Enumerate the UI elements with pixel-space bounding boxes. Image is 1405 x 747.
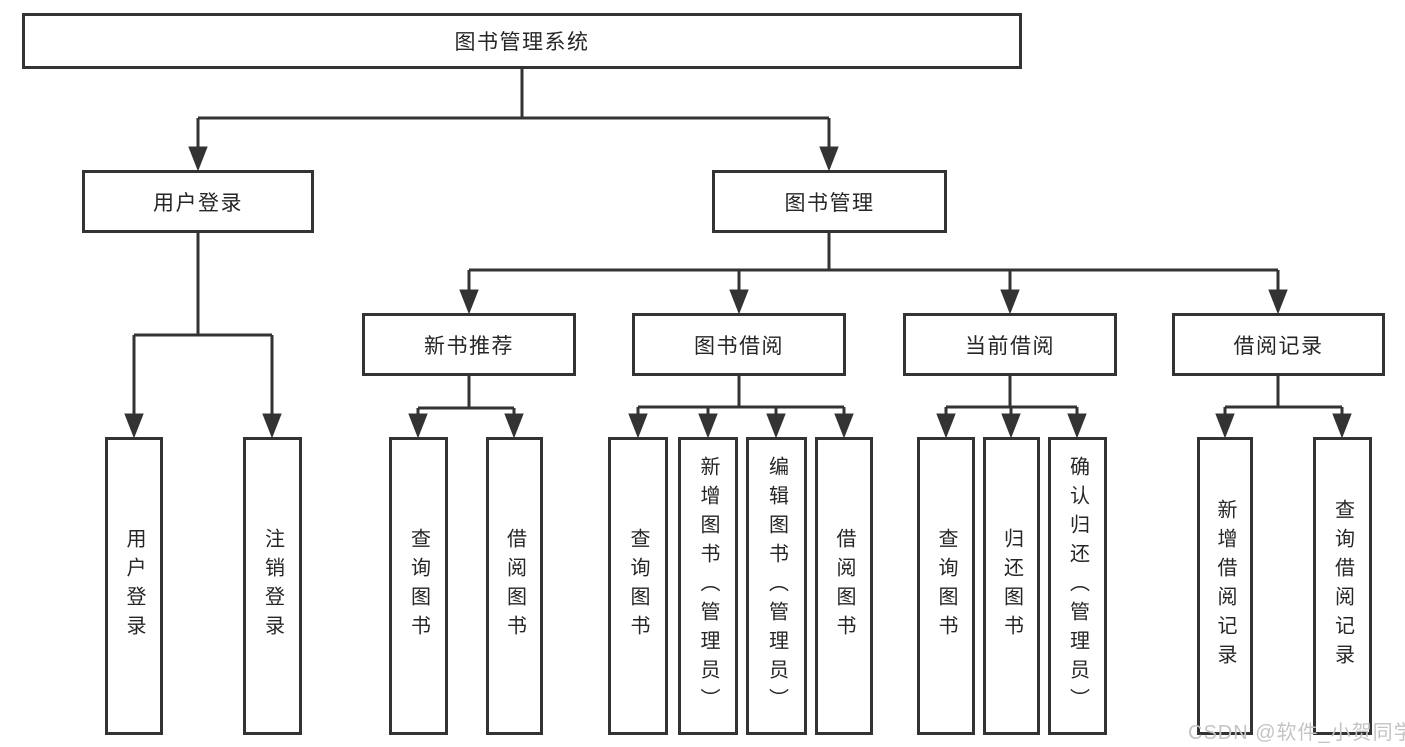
node-root-system: 图书管理系统 bbox=[22, 13, 1022, 69]
connector-book-borrow bbox=[636, 376, 846, 414]
watermark: CSDN @软件_小贺同学 bbox=[1188, 722, 1405, 744]
connector-new-books bbox=[416, 376, 516, 414]
arrow-down-icon bbox=[459, 289, 479, 315]
leaf-confirm-return-admin: 确认归还（管理员） bbox=[1048, 437, 1107, 735]
arrow-down-icon bbox=[124, 413, 144, 439]
arrowhead-icons bbox=[124, 146, 1352, 439]
leaf-borrow-books-1: 借阅图书 bbox=[486, 437, 543, 735]
node-book-borrowing: 图书借阅 bbox=[632, 313, 846, 376]
arrow-down-icon bbox=[1215, 413, 1235, 439]
arrow-down-icon bbox=[408, 413, 428, 439]
leaf-edit-books-admin: 编辑图书（管理员） bbox=[746, 437, 807, 735]
leaf-add-books-admin: 新增图书（管理员） bbox=[678, 437, 738, 735]
leaf-query-borrow-record: 查询借阅记录 bbox=[1313, 437, 1372, 735]
leaf-query-books-3: 查询图书 bbox=[917, 437, 975, 735]
connector-book-mgmt bbox=[467, 233, 1280, 290]
arrow-down-icon bbox=[936, 413, 956, 439]
leaf-return-books: 归还图书 bbox=[983, 437, 1040, 735]
arrow-down-icon bbox=[1268, 289, 1288, 315]
node-new-book-recommend: 新书推荐 bbox=[362, 313, 576, 376]
leaf-query-books-2: 查询图书 bbox=[608, 437, 668, 735]
arrow-down-icon bbox=[1332, 413, 1352, 439]
arrow-down-icon bbox=[729, 289, 749, 315]
arrow-down-icon bbox=[1067, 413, 1087, 439]
leaf-user-login: 用户登录 bbox=[105, 437, 163, 735]
node-book-management: 图书管理 bbox=[712, 170, 947, 233]
arrow-down-icon bbox=[1000, 289, 1020, 315]
arrow-down-icon bbox=[834, 413, 854, 439]
leaf-query-books-1: 查询图书 bbox=[389, 437, 448, 735]
arrow-down-icon bbox=[262, 413, 282, 439]
arrow-down-icon bbox=[504, 413, 524, 439]
arrow-down-icon bbox=[1001, 413, 1021, 439]
arrow-down-icon bbox=[698, 413, 718, 439]
node-user-login: 用户登录 bbox=[82, 170, 314, 233]
node-borrowing-records: 借阅记录 bbox=[1172, 313, 1385, 376]
connector-current-borrow bbox=[944, 376, 1079, 414]
arrow-down-icon bbox=[819, 146, 839, 172]
node-current-borrowing: 当前借阅 bbox=[903, 313, 1117, 376]
arrow-down-icon bbox=[188, 146, 208, 172]
leaf-add-borrow-record: 新增借阅记录 bbox=[1197, 437, 1253, 735]
tree-connectors bbox=[132, 69, 1344, 414]
arrow-down-icon bbox=[628, 413, 648, 439]
leaf-borrow-books-2: 借阅图书 bbox=[815, 437, 873, 735]
leaf-logout: 注销登录 bbox=[243, 437, 302, 735]
connector-user-login bbox=[132, 233, 274, 414]
connector-borrow-records bbox=[1223, 376, 1344, 414]
arrow-down-icon bbox=[766, 413, 786, 439]
connector-root bbox=[196, 69, 831, 148]
